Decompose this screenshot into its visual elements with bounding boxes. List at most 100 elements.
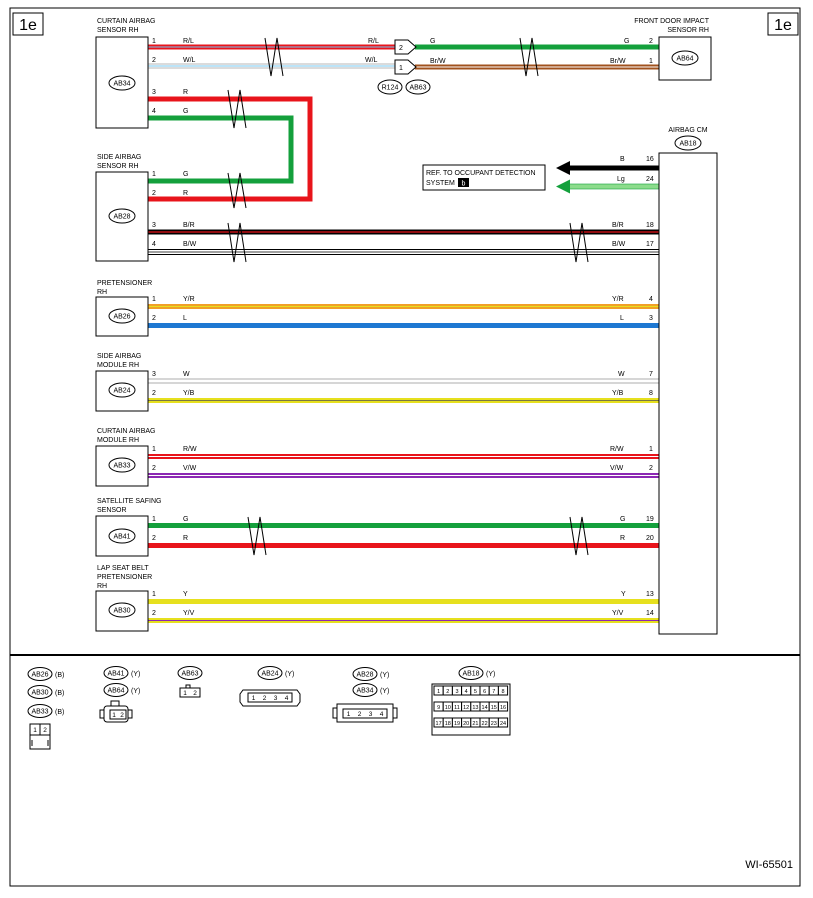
wire-ab24-3 bbox=[147, 378, 660, 384]
component-pretensioner-rh: PRETENSIONER RH AB26 bbox=[95, 280, 152, 337]
connector-pin-label: 1 bbox=[112, 712, 116, 719]
connector-ab26: AB26 bbox=[113, 314, 130, 321]
connector-pin-label: 3 bbox=[455, 689, 458, 695]
connector-pin-label: 1 bbox=[183, 690, 187, 697]
wire-cm-24 bbox=[556, 179, 660, 194]
connector-ab33: AB33 bbox=[113, 463, 130, 470]
connector-pin-label: 5 bbox=[474, 689, 477, 695]
wire-ab26-1 bbox=[148, 304, 659, 309]
pin-number: 2 bbox=[152, 390, 156, 397]
ab18-pin-cell bbox=[497, 701, 509, 712]
connector-pin-label: 9 bbox=[437, 705, 440, 711]
pin-number: 8 bbox=[649, 390, 653, 397]
component-name-line: RH bbox=[97, 289, 107, 296]
reference-line: SYSTEM bbox=[426, 180, 455, 187]
connector-pin-label: 2 bbox=[120, 712, 124, 719]
connector-pin-label: 1 bbox=[437, 689, 440, 695]
wire-color-code: W bbox=[183, 371, 190, 378]
wire-color-code: Br/W bbox=[430, 58, 446, 65]
pin-number: 2 bbox=[649, 465, 653, 472]
wire-color-code: R bbox=[183, 89, 188, 96]
page-tag-right-box bbox=[767, 12, 799, 36]
legend-connector-color: (Y) bbox=[380, 688, 389, 695]
wire-color-code: B/R bbox=[612, 222, 624, 229]
component-satellite-safing-sensor: SATELLITE SAFING SENSOR AB41 bbox=[95, 498, 161, 557]
pin-number: 2 bbox=[152, 190, 156, 197]
connector-pin-label: 14 bbox=[482, 705, 488, 711]
component-name-line: SENSOR RH bbox=[667, 27, 709, 34]
wire-color-code: R bbox=[620, 535, 625, 542]
pin-number: 3 bbox=[152, 371, 156, 378]
connector-pin-label: 20 bbox=[463, 721, 469, 727]
wire-color-code: G bbox=[183, 171, 188, 178]
component-airbag-cm: AIRBAG CM AB18 bbox=[658, 127, 718, 635]
inline-connector-ab63: AB63 bbox=[409, 85, 426, 92]
component-curtain-airbag-module-rh: CURTAIN AIRBAG MODULE RH AB33 bbox=[95, 428, 155, 487]
pin-number: 3 bbox=[152, 89, 156, 96]
legend-connector-code: AB26 bbox=[31, 672, 48, 679]
connector-pin-label: 11 bbox=[454, 705, 460, 711]
wire-color-code: Y bbox=[183, 591, 188, 598]
connector-ab24: AB24 bbox=[113, 388, 130, 395]
inline-connector-r124: R124 bbox=[382, 85, 399, 92]
connector-pin-label: 23 bbox=[491, 721, 497, 727]
component-name-line: SENSOR RH bbox=[97, 27, 139, 34]
connector-ab41: AB41 bbox=[113, 534, 130, 541]
pin-number: 2 bbox=[152, 57, 156, 64]
pin-number: 4 bbox=[649, 296, 653, 303]
wire-color-code: G bbox=[620, 516, 625, 523]
pin-number: 2 bbox=[152, 610, 156, 617]
pin-number: 3 bbox=[649, 315, 653, 322]
four-pin-connector-face: 1 2 3 4 bbox=[239, 689, 301, 707]
connector-pin-label: 4 bbox=[465, 689, 468, 695]
pin-number: 1 bbox=[152, 516, 156, 523]
connector-pin-label: 7 bbox=[492, 689, 495, 695]
pin-number: 1 bbox=[152, 446, 156, 453]
wire-color-code: Y/V bbox=[612, 610, 624, 617]
connector-pin-label: 4 bbox=[285, 695, 289, 702]
connector-ab64: AB64 bbox=[676, 56, 693, 63]
connector-pin-label: 10 bbox=[445, 705, 451, 711]
wire-layer bbox=[147, 44, 660, 623]
connector-pin-label: 21 bbox=[472, 721, 478, 727]
legend-connector-code: AB64 bbox=[107, 688, 124, 695]
wire-color-code: G bbox=[430, 38, 435, 45]
connector-pin-label: 16 bbox=[500, 705, 506, 711]
page-tag-left: 1e bbox=[19, 17, 37, 34]
connector-pin-label: 13 bbox=[472, 705, 478, 711]
component-name-line: AIRBAG CM bbox=[668, 127, 707, 134]
connector-pin-label: 2 bbox=[263, 695, 267, 702]
component-name-line: SIDE AIRBAG bbox=[97, 154, 141, 161]
pin-number: 24 bbox=[646, 176, 654, 183]
pin-number: 17 bbox=[646, 241, 654, 248]
connector-legend: AB26 (B) AB30 (B) AB33 (B) 1 2 AB41 (Y) … bbox=[27, 666, 511, 750]
wire-color-code: G bbox=[183, 108, 188, 115]
legend-connector-code: AB33 bbox=[31, 709, 48, 716]
legend-connector-code: AB18 bbox=[462, 671, 479, 678]
page-tag-left-box bbox=[12, 12, 44, 36]
component-name-line: LAP SEAT BELT bbox=[97, 565, 149, 572]
pin-number: 13 bbox=[646, 591, 654, 598]
wire-color-code: W/L bbox=[183, 57, 196, 64]
component-name-line: PRETENSIONER bbox=[97, 280, 152, 287]
connector-pin-label: 2 bbox=[43, 727, 47, 734]
wire-color-code: Br/W bbox=[610, 58, 626, 65]
connector-pin-label: 22 bbox=[482, 721, 488, 727]
wire-color-code: B/W bbox=[183, 241, 197, 248]
wire-labels: 1 R/L R/L 2 W/L W/L G G 2 Br/W Br/W 1 3 … bbox=[152, 38, 654, 617]
wire-color-code: R bbox=[183, 190, 188, 197]
legend-connector-color: (B) bbox=[55, 709, 64, 716]
pin-number: 1 bbox=[649, 446, 653, 453]
legend-connector-code: AB41 bbox=[107, 671, 124, 678]
component-name-line: FRONT DOOR IMPACT bbox=[634, 18, 710, 25]
component-name-line: SENSOR bbox=[97, 507, 127, 514]
inline-pin-bottom: 1 bbox=[399, 65, 403, 72]
component-name-line: SENSOR RH bbox=[97, 163, 139, 170]
wire-color-code: G bbox=[624, 38, 629, 45]
wire-ab30-2 bbox=[148, 618, 659, 623]
pin-number: 4 bbox=[152, 241, 156, 248]
connector-pin-label: 12 bbox=[463, 705, 469, 711]
legend-connector-code: AB63 bbox=[181, 671, 198, 678]
